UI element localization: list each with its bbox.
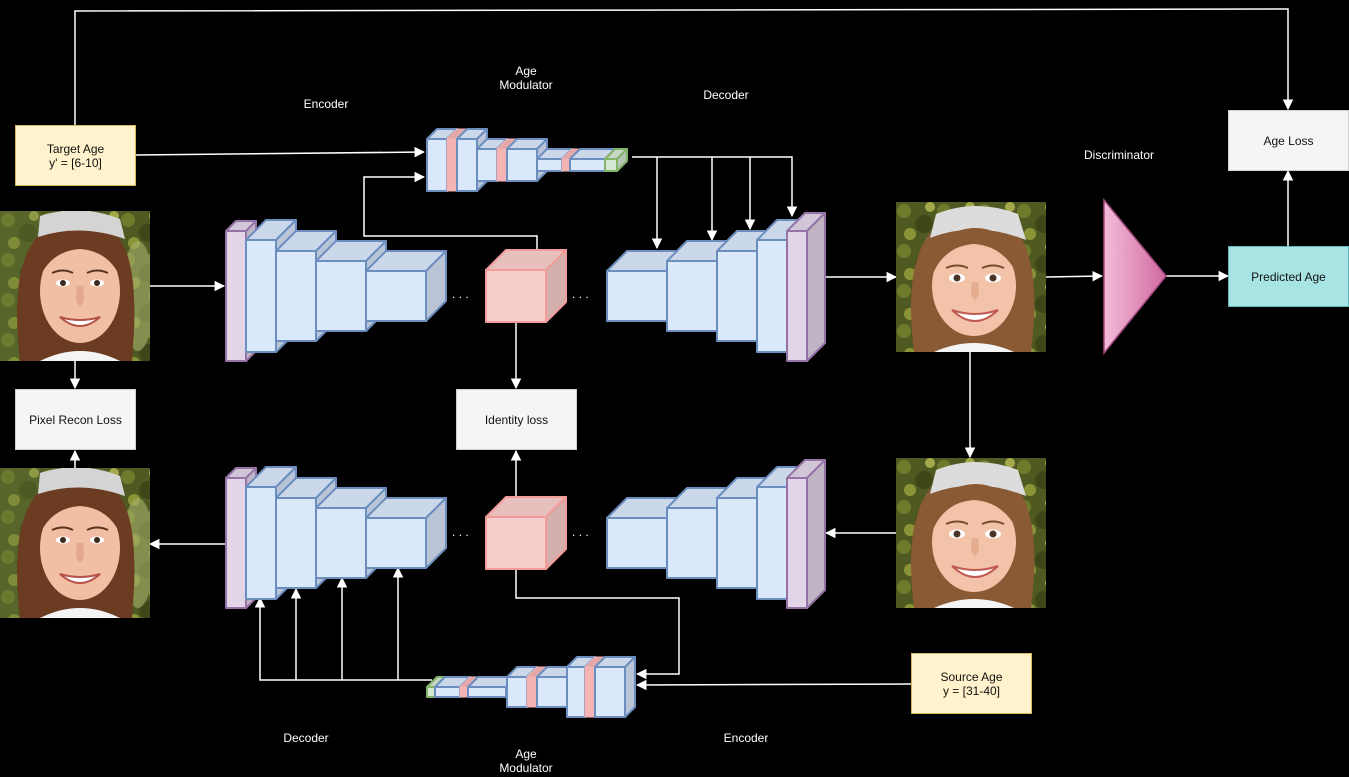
discriminator-triangle — [1103, 197, 1167, 356]
decoder-bottom-label: Decoder — [283, 731, 329, 745]
output-to-discriminator-arrow — [1045, 270, 1104, 282]
top-decoder-output-layer — [786, 212, 826, 362]
network-blocks — [225, 128, 826, 718]
source-age-title: Source Age — [940, 669, 1003, 684]
bottom-modulator-block-6 — [594, 656, 636, 718]
target-age-title: Target Age — [46, 141, 105, 156]
aged-face-image — [896, 202, 1046, 352]
reconstructed-face-image — [0, 468, 150, 618]
target-to-modulator-arrow — [135, 146, 426, 158]
modulator-top-label-line2: Modulator — [499, 78, 553, 92]
modulator-to-decoder-1 — [632, 156, 798, 218]
bottom-decoder-block-4 — [365, 497, 447, 569]
pixel-recon-loss-box: Pixel Recon Loss — [15, 389, 136, 450]
bottleneck-to-modulator-arrow — [363, 171, 538, 250]
input-face-image — [0, 211, 150, 361]
discriminator-label: Discriminator — [1083, 148, 1154, 162]
encoder-top-label: Encoder — [303, 97, 349, 111]
target-age-range: y' = [6-10] — [49, 155, 102, 170]
age-loss-box: Age Loss — [1228, 110, 1349, 171]
encoder-bottom-label: Encoder — [723, 731, 769, 745]
modulator-top-label: Age Modulator — [486, 64, 566, 92]
top-encoder-block-4 — [365, 250, 447, 322]
modulator-bottom-label: Age Modulator — [486, 747, 566, 775]
dots-top-left: . . . — [452, 287, 469, 301]
connectors — [69, 8, 1294, 691]
modulator-bottom-label-line1: Age — [515, 747, 537, 761]
modulator-top-label-line1: Age — [515, 64, 537, 78]
dots-top-right: . . . — [572, 287, 589, 301]
source-age-range: y = [31-40] — [942, 683, 1001, 698]
identity-loss-box: Identity loss — [456, 389, 577, 450]
target-age-box: Target Age y' = [6-10] — [15, 125, 136, 186]
source-age-box: Source Age y = [31-40] — [911, 653, 1032, 714]
top-bottleneck-block — [485, 249, 567, 323]
bottom-encoder-input-layer — [786, 459, 826, 609]
modulator-to-lower-decoder-main — [254, 596, 432, 681]
predicted-age-box: Predicted Age — [1228, 246, 1349, 307]
dots-bottom-left: . . . — [452, 525, 469, 539]
aged-face-copy-image — [896, 458, 1046, 608]
decoder-top-label: Decoder — [703, 88, 749, 102]
target-to-ageloss-arrow — [74, 8, 1294, 125]
lower-bottleneck-to-modulator-arrow — [515, 570, 680, 680]
modulator-bottom-label-line2: Modulator — [499, 761, 553, 775]
source-to-modulator-arrow — [635, 679, 912, 691]
bottom-bottleneck-block — [485, 496, 567, 570]
dots-bottom-right: . . . — [572, 525, 589, 539]
top-modulator-age-input — [604, 148, 628, 172]
